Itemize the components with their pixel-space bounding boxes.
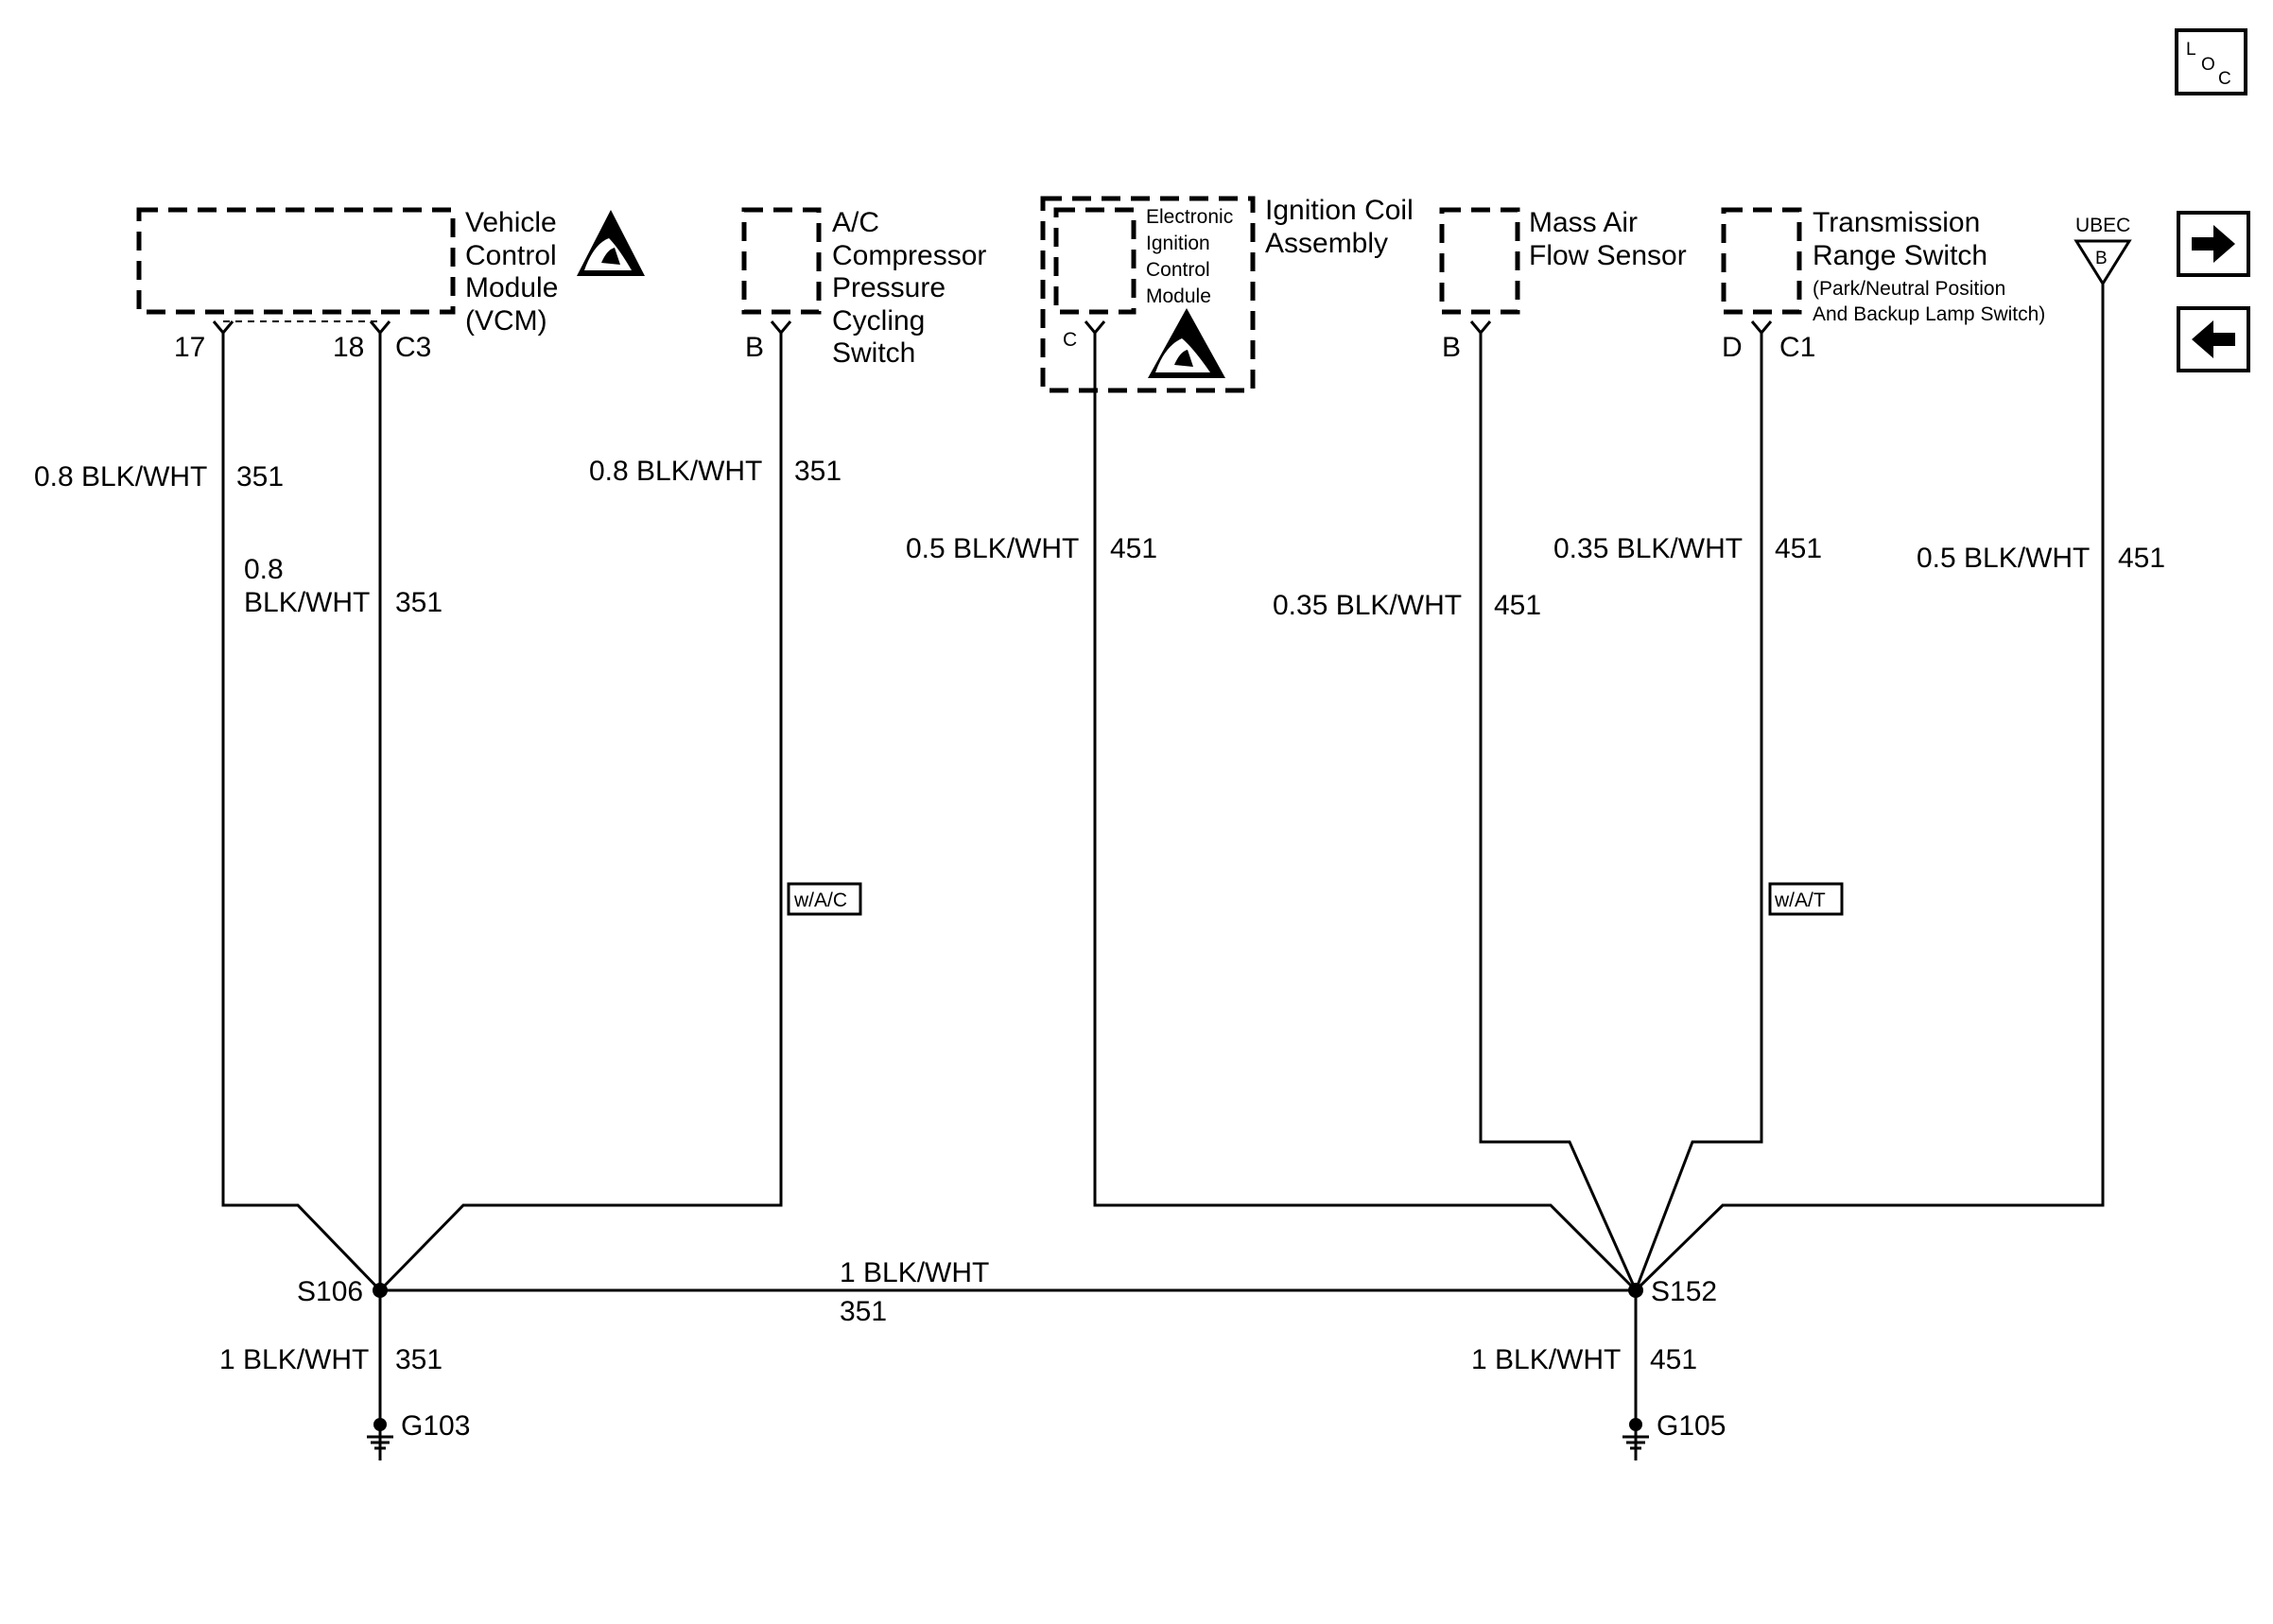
svg-text:Module: Module xyxy=(465,272,558,303)
svg-text:And Backup Lamp Switch): And Backup Lamp Switch) xyxy=(1813,303,2045,325)
svg-text:L: L xyxy=(2186,40,2196,60)
svg-text:351: 351 xyxy=(840,1296,887,1327)
svg-text:1 BLK/WHT: 1 BLK/WHT xyxy=(1471,1344,1621,1375)
svg-text:Control: Control xyxy=(465,240,557,271)
svg-text:A/C: A/C xyxy=(832,207,879,238)
svg-text:Mass Air: Mass Air xyxy=(1529,207,1638,238)
wire-maf: 0.35 BLK/WHT 451 xyxy=(1273,333,1638,1291)
trs-pin: D xyxy=(1722,332,1743,363)
wire-ac-switch: 0.8 BLK/WHT 351 w/A/C xyxy=(378,333,862,1292)
svg-text:Control: Control xyxy=(1146,259,1210,281)
svg-text:Electronic: Electronic xyxy=(1146,206,1233,228)
svg-text:Cycling: Cycling xyxy=(832,305,925,337)
svg-text:351: 351 xyxy=(395,1344,442,1375)
svg-text:351: 351 xyxy=(395,587,442,618)
svg-text:451: 451 xyxy=(1650,1344,1697,1375)
ground-g103: G103 xyxy=(367,1410,470,1450)
svg-text:Flow Sensor: Flow Sensor xyxy=(1529,240,1687,271)
svg-text:0.8: 0.8 xyxy=(244,554,284,585)
ubec-connector: UBEC B xyxy=(2073,215,2132,286)
svg-text:(VCM): (VCM) xyxy=(465,305,547,337)
wire-ubec: 0.5 BLK/WHT 451 xyxy=(1634,284,2165,1292)
ignition-coil-component: Electronic Ignition Control Module Ignit… xyxy=(1040,195,1414,393)
svg-text:Module: Module xyxy=(1146,285,1211,307)
svg-text:Vehicle: Vehicle xyxy=(465,207,557,238)
svg-text:G103: G103 xyxy=(401,1410,470,1442)
svg-text:Ignition Coil: Ignition Coil xyxy=(1265,195,1414,226)
svg-text:BLK/WHT: BLK/WHT xyxy=(244,587,370,618)
prev-page-button[interactable] xyxy=(2177,306,2250,372)
svg-text:(Park/Neutral Position: (Park/Neutral Position xyxy=(1813,278,2005,300)
next-page-button[interactable] xyxy=(2177,211,2250,277)
svg-text:Compressor: Compressor xyxy=(832,240,986,271)
svg-text:Transmission: Transmission xyxy=(1813,207,1980,238)
svg-text:Pressure: Pressure xyxy=(832,272,946,303)
icm-pin: C xyxy=(1063,329,1077,351)
ac-switch-component: B A/C Compressor Pressure Cycling Switch xyxy=(741,207,986,369)
ground-g105: G105 xyxy=(1622,1410,1726,1450)
svg-text:Ignition: Ignition xyxy=(1146,233,1210,254)
wire-vcm-17: 0.8 BLK/WHT 351 xyxy=(34,333,382,1292)
esd-warning-icon xyxy=(577,210,645,276)
svg-text:351: 351 xyxy=(794,456,842,487)
svg-text:UBEC: UBEC xyxy=(2075,215,2130,236)
svg-text:0.35 BLK/WHT: 0.35 BLK/WHT xyxy=(1273,590,1462,621)
trs-connector: C1 xyxy=(1779,332,1815,363)
svg-text:B: B xyxy=(2095,249,2108,268)
svg-text:O: O xyxy=(2201,55,2215,75)
wire-icm: 0.5 BLK/WHT 451 xyxy=(906,333,1638,1292)
loc-icon[interactable]: L O C xyxy=(2175,28,2247,95)
svg-text:0.8 BLK/WHT: 0.8 BLK/WHT xyxy=(34,461,207,492)
wire-g103: 1 BLK/WHT 351 xyxy=(219,1344,442,1375)
esd-warning-icon xyxy=(1148,308,1225,378)
wire-trs: 0.35 BLK/WHT 451 w/A/T xyxy=(1553,333,1844,1291)
wire-g105: 1 BLK/WHT 451 xyxy=(1471,1290,1697,1460)
wire-vcm-18: 0.8 BLK/WHT 351 xyxy=(244,333,442,1460)
arrow-right-icon xyxy=(2192,225,2235,263)
ac-pin: B xyxy=(745,332,764,363)
trs-component: D C1 Transmission Range Switch (Park/Neu… xyxy=(1721,207,2045,363)
svg-text:1 BLK/WHT: 1 BLK/WHT xyxy=(840,1257,989,1288)
svg-text:451: 451 xyxy=(1494,590,1541,621)
svg-text:Assembly: Assembly xyxy=(1265,228,1388,259)
vcm-pin-17: 17 xyxy=(174,332,205,363)
svg-text:S106: S106 xyxy=(297,1276,363,1307)
svg-text:Range Switch: Range Switch xyxy=(1813,240,1987,271)
svg-text:451: 451 xyxy=(1110,533,1157,564)
option-ac-box: w/A/C xyxy=(793,890,847,911)
svg-text:0.8 BLK/WHT: 0.8 BLK/WHT xyxy=(589,456,762,487)
vcm-connector: C3 xyxy=(395,332,431,363)
wire-bus: 1 BLK/WHT 351 xyxy=(380,1257,1636,1327)
maf-pin: B xyxy=(1442,332,1461,363)
vcm-pin-18: 18 xyxy=(333,332,364,363)
splice-s152: S152 xyxy=(1628,1276,1717,1307)
maf-component: B Mass Air Flow Sensor xyxy=(1439,207,1687,363)
svg-text:C: C xyxy=(2218,69,2231,89)
svg-text:1 BLK/WHT: 1 BLK/WHT xyxy=(219,1344,369,1375)
svg-text:Switch: Switch xyxy=(832,337,915,369)
svg-text:0.5 BLK/WHT: 0.5 BLK/WHT xyxy=(906,533,1079,564)
svg-text:S152: S152 xyxy=(1651,1276,1717,1307)
svg-text:451: 451 xyxy=(2118,543,2165,574)
arrow-left-icon xyxy=(2192,320,2235,358)
svg-text:451: 451 xyxy=(1775,533,1822,564)
svg-text:G105: G105 xyxy=(1657,1410,1726,1442)
svg-text:351: 351 xyxy=(236,461,284,492)
option-at-box: w/A/T xyxy=(1774,890,1826,911)
svg-text:0.5 BLK/WHT: 0.5 BLK/WHT xyxy=(1917,543,2090,574)
splice-s106: S106 xyxy=(297,1276,388,1307)
vcm-component: Vehicle Control Module (VCM) 17 18 C3 xyxy=(136,207,645,363)
svg-text:0.35 BLK/WHT: 0.35 BLK/WHT xyxy=(1553,533,1743,564)
